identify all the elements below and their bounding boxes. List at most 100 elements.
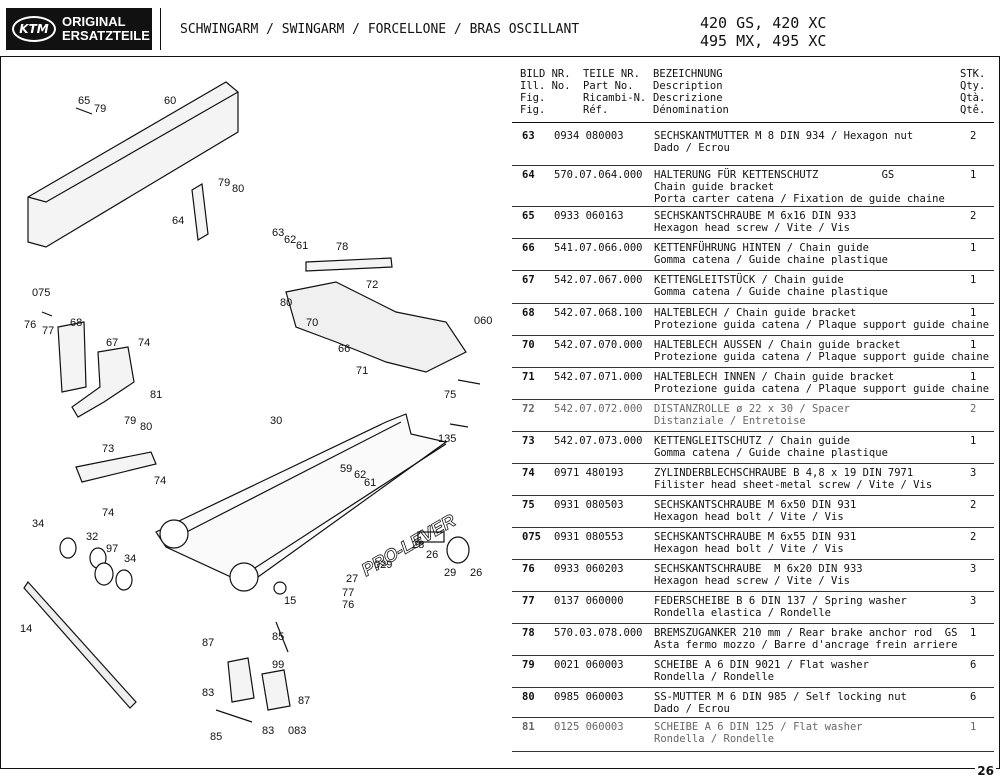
part-number: 570.07.064.000 bbox=[554, 169, 643, 181]
callout-label: 083 bbox=[288, 725, 306, 737]
part-description: FEDERSCHEIBE B 6 DIN 137 / Spring washer… bbox=[654, 595, 907, 619]
callout-label: 15 bbox=[284, 595, 296, 607]
callout-label: 77 bbox=[42, 325, 54, 337]
part-description: SECHSKANTSCHRAUBE M 6x50 DIN 931 Hexagon… bbox=[654, 499, 857, 523]
part-quantity: 1 bbox=[970, 242, 977, 254]
part-quantity: 1 bbox=[970, 169, 977, 181]
part-number: 0021 060003 bbox=[554, 659, 624, 671]
col-header-qty: STK. Qty. Qtà. Qtê. bbox=[960, 68, 986, 116]
logo-line-2: ERSATZTEILE bbox=[62, 28, 150, 43]
part-fig-number: 72 bbox=[522, 403, 535, 415]
header-divider bbox=[160, 8, 161, 50]
callout-label: 65 bbox=[78, 95, 90, 107]
part-number: 541.07.066.000 bbox=[554, 242, 643, 254]
callout-label: 61 bbox=[296, 240, 308, 252]
bracket-part bbox=[191, 183, 209, 241]
frame-bottom bbox=[0, 768, 1000, 769]
callout-label: 64 bbox=[172, 215, 184, 227]
part-quantity: 1 bbox=[970, 307, 977, 319]
part-description: HALTEBLECH AUSSEN / Chain guide bracket … bbox=[654, 339, 990, 363]
part-quantity: 1 bbox=[970, 371, 977, 383]
callout-label: 34 bbox=[124, 553, 136, 565]
part-quantity: 2 bbox=[970, 130, 977, 142]
part-number: 570.03.078.000 bbox=[554, 627, 643, 639]
part-quantity: 1 bbox=[970, 339, 977, 351]
callout-label: 29 bbox=[444, 567, 456, 579]
callout-label: 27 bbox=[346, 573, 358, 585]
part-number: 542.07.067.000 bbox=[554, 274, 643, 286]
part-quantity: 2 bbox=[970, 403, 977, 415]
part-quantity: 6 bbox=[970, 659, 977, 671]
frame-top bbox=[0, 56, 1000, 57]
part-description: BREMSZUGANKER 210 mm / Rear brake anchor… bbox=[654, 627, 958, 651]
part-fig-number: 75 bbox=[522, 499, 535, 511]
part-number: 542.07.071.000 bbox=[554, 371, 643, 383]
part-description: KETTENGLEITSTÜCK / Chain guide Gomma cat… bbox=[654, 274, 888, 298]
part-quantity: 2 bbox=[970, 531, 977, 543]
callout-label: 14 bbox=[20, 623, 32, 635]
callout-label: 26 bbox=[426, 549, 438, 561]
part-description: KETTENGLEITSCHUTZ / Chain guide Gomma ca… bbox=[654, 435, 888, 459]
table-row: 77 0137 060000 FEDERSCHEIBE B 6 DIN 137 / … bbox=[512, 591, 994, 624]
callout-label: 99 bbox=[272, 659, 284, 671]
part-quantity: 3 bbox=[970, 467, 977, 479]
callout-label: 73 bbox=[102, 443, 114, 455]
part-fig-number: 63 bbox=[522, 130, 535, 142]
table-row: 78 570.03.078.000 BREMSZUGANKER 210 mm / R… bbox=[512, 623, 994, 656]
part-quantity: 1 bbox=[970, 721, 977, 733]
part-fig-number: 76 bbox=[522, 563, 535, 575]
slider-protector-part bbox=[75, 451, 157, 483]
part-number: 542.07.070.000 bbox=[554, 339, 643, 351]
callout-label: 75 bbox=[444, 389, 456, 401]
part-number: 542.07.068.100 bbox=[554, 307, 643, 319]
part-number: 0125 060003 bbox=[554, 721, 624, 733]
part-fig-number: 77 bbox=[522, 595, 535, 607]
frame-left bbox=[0, 56, 1, 768]
part-number: 0934 080003 bbox=[554, 130, 624, 142]
spacer-part bbox=[417, 531, 445, 543]
chain-guide-part bbox=[285, 281, 467, 373]
callout-label: 80 bbox=[140, 421, 152, 433]
header-rule bbox=[512, 122, 994, 123]
part-number: 0933 060163 bbox=[554, 210, 624, 222]
callout-label: 87 bbox=[298, 695, 310, 707]
part-number: 0971 480193 bbox=[554, 467, 624, 479]
part-fig-number: 78 bbox=[522, 627, 535, 639]
part-quantity: 1 bbox=[970, 627, 977, 639]
col-header-bild: BILD NR. Ill. No. Fig. Fig. bbox=[520, 68, 571, 116]
part-number: 0985 060003 bbox=[554, 691, 624, 703]
callout-label: 26 bbox=[470, 567, 482, 579]
callout-label: 87 bbox=[202, 637, 214, 649]
callout-label: 79 bbox=[94, 103, 106, 115]
part-description: HALTERUNG FÜR KETTENSCHUTZ GS Chain guid… bbox=[654, 169, 945, 205]
brake-anchor-rod-part bbox=[305, 257, 393, 272]
callout-label: 66 bbox=[338, 343, 350, 355]
swingarm-part bbox=[155, 413, 448, 583]
callout-label: 74 bbox=[154, 475, 166, 487]
callout-label: 83 bbox=[202, 687, 214, 699]
callout-label: 83 bbox=[262, 725, 274, 737]
callout-label: 74 bbox=[102, 507, 114, 519]
callout-label: 59 bbox=[340, 463, 352, 475]
part-description: DISTANZROLLE ø 22 x 30 / Spacer Distanzi… bbox=[654, 403, 850, 427]
callout-label: 075 bbox=[32, 287, 50, 299]
callout-label: 80 bbox=[280, 297, 292, 309]
part-quantity: 2 bbox=[970, 499, 977, 511]
part-quantity: 1 bbox=[970, 274, 977, 286]
ktm-logo-mark: KTM bbox=[12, 16, 56, 42]
part-number: 0137 060000 bbox=[554, 595, 624, 607]
callout-label: 135 bbox=[438, 433, 456, 445]
callout-label: 85 bbox=[272, 631, 284, 643]
part-number: 0933 060203 bbox=[554, 563, 624, 575]
col-header-partno: TEILE NR. Part No. Ricambi-N. Réf. bbox=[583, 68, 647, 116]
callout-label: 74 bbox=[138, 337, 150, 349]
